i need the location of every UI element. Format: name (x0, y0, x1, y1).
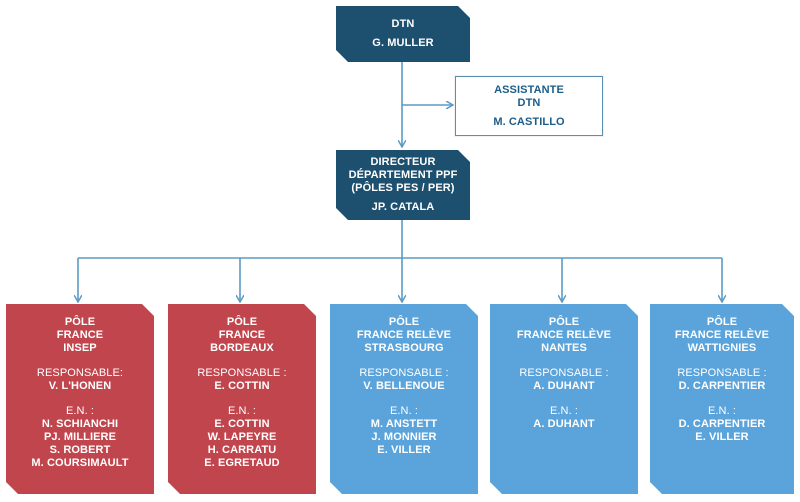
assistante-name: M. CASTILLO (493, 115, 565, 128)
assistante-title: ASSISTANTE (494, 83, 564, 96)
pole-title: PÔLE FRANCE BORDEAUX (210, 316, 274, 355)
directeur-line-1: DIRECTEUR (370, 156, 436, 168)
en-label: E.N. : (549, 405, 579, 417)
en-name: S. ROBERT (49, 444, 111, 456)
pole-title-line: PÔLE (388, 316, 420, 328)
en-name: E. COTTIN (214, 418, 270, 430)
responsable-label: RESPONSABLE : (677, 367, 767, 379)
pole-title-line: FRANCE RELÈVE (516, 329, 612, 341)
dtn-title: DTN (391, 18, 415, 30)
en-name: J. MONNIER (371, 431, 437, 443)
responsable-name: E. COTTIN (214, 380, 270, 392)
pole-title: PÔLE FRANCE RELÈVE NANTES (517, 316, 611, 355)
pole-strasbourg-box: PÔLE FRANCE RELÈVE STRASBOURG RESPONSABL… (330, 304, 478, 494)
en-name: E. EGRETAUD (204, 457, 280, 469)
responsable-label: RESPONSABLE: (36, 367, 124, 379)
pole-title-line: FRANCE (56, 329, 104, 341)
pole-responsable: RESPONSABLE: (37, 367, 123, 380)
directeur-box: DIRECTEUR DÉPARTEMENT PPF (PÔLES PES / P… (336, 150, 470, 220)
dtn-name: G. MULLER (372, 37, 434, 49)
assistante-box: ASSISTANTE DTN M. CASTILLO (455, 76, 603, 136)
en-name: N. SCHIANCHI (41, 418, 119, 430)
en-label: E.N. : (707, 405, 737, 417)
directeur-name: JP. CATALA (371, 201, 435, 213)
pole-insep-box: PÔLE FRANCE INSEP RESPONSABLE: V. L'HONE… (6, 304, 154, 494)
en-name: A. DUHANT (533, 418, 595, 430)
pole-title: PÔLE FRANCE INSEP (57, 316, 103, 355)
pole-title-line: FRANCE RELÈVE (674, 329, 770, 341)
responsable-label: RESPONSABLE : (359, 367, 449, 379)
pole-wattignies-box: PÔLE FRANCE RELÈVE WATTIGNIES RESPONSABL… (650, 304, 794, 494)
responsable-name: V. L'HONEN (48, 380, 112, 392)
pole-title-line: PÔLE (706, 316, 738, 328)
responsable-name: V. BELLENOUE (363, 380, 445, 392)
assistante-subtitle: DTN (517, 96, 541, 109)
pole-title: PÔLE FRANCE RELÈVE STRASBOURG (357, 316, 451, 355)
responsable-label: RESPONSABLE : (197, 367, 287, 379)
en-label: E.N. : (65, 405, 95, 417)
dtn-box: DTN G. MULLER (336, 6, 470, 62)
responsable-label: RESPONSABLE : (519, 367, 609, 379)
en-name: M. ANSTETT (370, 418, 438, 430)
en-name: H. CARRATU (207, 444, 277, 456)
pole-title-line: NANTES (541, 342, 587, 354)
responsable-name: A. DUHANT (533, 380, 595, 392)
en-name: D. CARPENTIER (678, 418, 766, 430)
pole-title-line: BORDEAUX (210, 342, 274, 354)
directeur-line-2: DÉPARTEMENT PPF (348, 169, 458, 181)
pole-title-line: PÔLE (226, 316, 258, 328)
en-name: W. LAPEYRE (207, 431, 277, 443)
pole-title-line: INSEP (63, 342, 97, 354)
en-label: E.N. : (389, 405, 419, 417)
en-label: E.N. : (227, 405, 257, 417)
en-name: E. VILLER (377, 444, 431, 456)
pole-title-line: PÔLE (64, 316, 96, 328)
en-name: M. COURSIMAULT (31, 457, 129, 469)
pole-title-line: WATTIGNIES (687, 342, 757, 354)
pole-title-line: PÔLE (548, 316, 580, 328)
directeur-line-3: (PÔLES PES / PER) (351, 182, 455, 194)
en-name: E. VILLER (695, 431, 749, 443)
pole-nantes-box: PÔLE FRANCE RELÈVE NANTES RESPONSABLE : … (490, 304, 638, 494)
pole-title-line: STRASBOURG (364, 342, 444, 354)
pole-title-line: FRANCE (218, 329, 266, 341)
pole-title-line: FRANCE RELÈVE (356, 329, 452, 341)
pole-title: PÔLE FRANCE RELÈVE WATTIGNIES (675, 316, 769, 355)
responsable-name: D. CARPENTIER (678, 380, 766, 392)
pole-bordeaux-box: PÔLE FRANCE BORDEAUX RESPONSABLE : E. CO… (168, 304, 316, 494)
en-name: PJ. MILLIERE (43, 431, 117, 443)
